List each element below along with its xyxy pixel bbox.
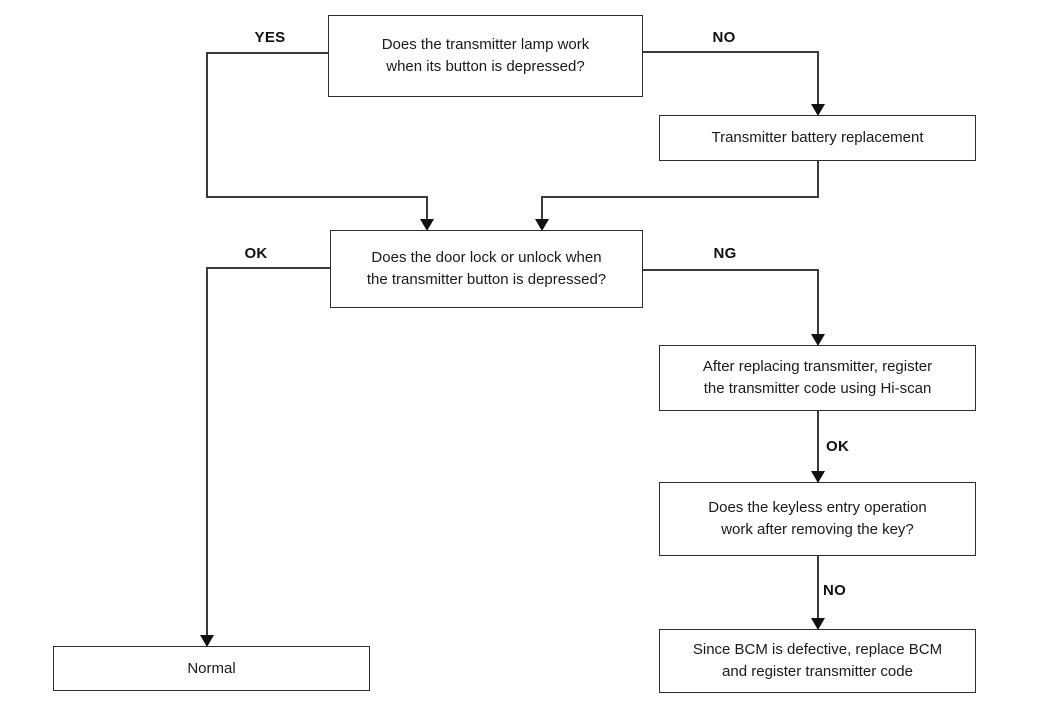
connector-yes-v2 <box>426 196 428 220</box>
connector-no-v <box>817 51 819 105</box>
node-replace-bcm: Since BCM is defective, replace BCM and … <box>659 629 976 693</box>
connector-ok-v <box>206 267 208 636</box>
edge-label-ok-left: OK <box>244 245 268 262</box>
arrowhead-into-normal <box>200 635 214 647</box>
connector-no-h <box>643 51 819 53</box>
node-keyless-question: Does the keyless entry operation work af… <box>659 482 976 556</box>
connector-ng-v <box>817 269 819 335</box>
node-normal: Normal <box>53 646 370 691</box>
arrowhead-into-bcm <box>811 618 825 630</box>
edge-label-no-top: NO <box>712 29 736 46</box>
arrowhead-into-keyless <box>811 471 825 483</box>
connector-yes-h2 <box>206 196 428 198</box>
arrowhead-into-register <box>811 334 825 346</box>
edge-label-yes: YES <box>254 29 286 46</box>
connector-yes-h1 <box>206 52 328 54</box>
connector-okmid-v <box>817 411 819 472</box>
edge-label-ok-mid: OK <box>826 438 850 455</box>
arrowhead-into-door-lock-left <box>420 219 434 231</box>
connector-yes-v1 <box>206 52 208 198</box>
edge-label-no-bottom: NO <box>823 582 847 599</box>
node-lamp-question: Does the transmitter lamp work when its … <box>328 15 643 97</box>
connector-ng-h <box>643 269 819 271</box>
node-battery-replacement: Transmitter battery replacement <box>659 115 976 161</box>
connector-battery-v1 <box>817 161 819 197</box>
connector-battery-h <box>541 196 819 198</box>
node-door-lock-question: Does the door lock or unlock when the tr… <box>330 230 643 308</box>
connector-nobottom-v <box>817 556 819 619</box>
node-register-transmitter: After replacing transmitter, register th… <box>659 345 976 411</box>
arrowhead-into-door-lock-right <box>535 219 549 231</box>
arrowhead-into-battery <box>811 104 825 116</box>
edge-label-ng: NG <box>713 245 737 262</box>
connector-battery-v2 <box>541 196 543 220</box>
connector-ok-h <box>207 267 330 269</box>
